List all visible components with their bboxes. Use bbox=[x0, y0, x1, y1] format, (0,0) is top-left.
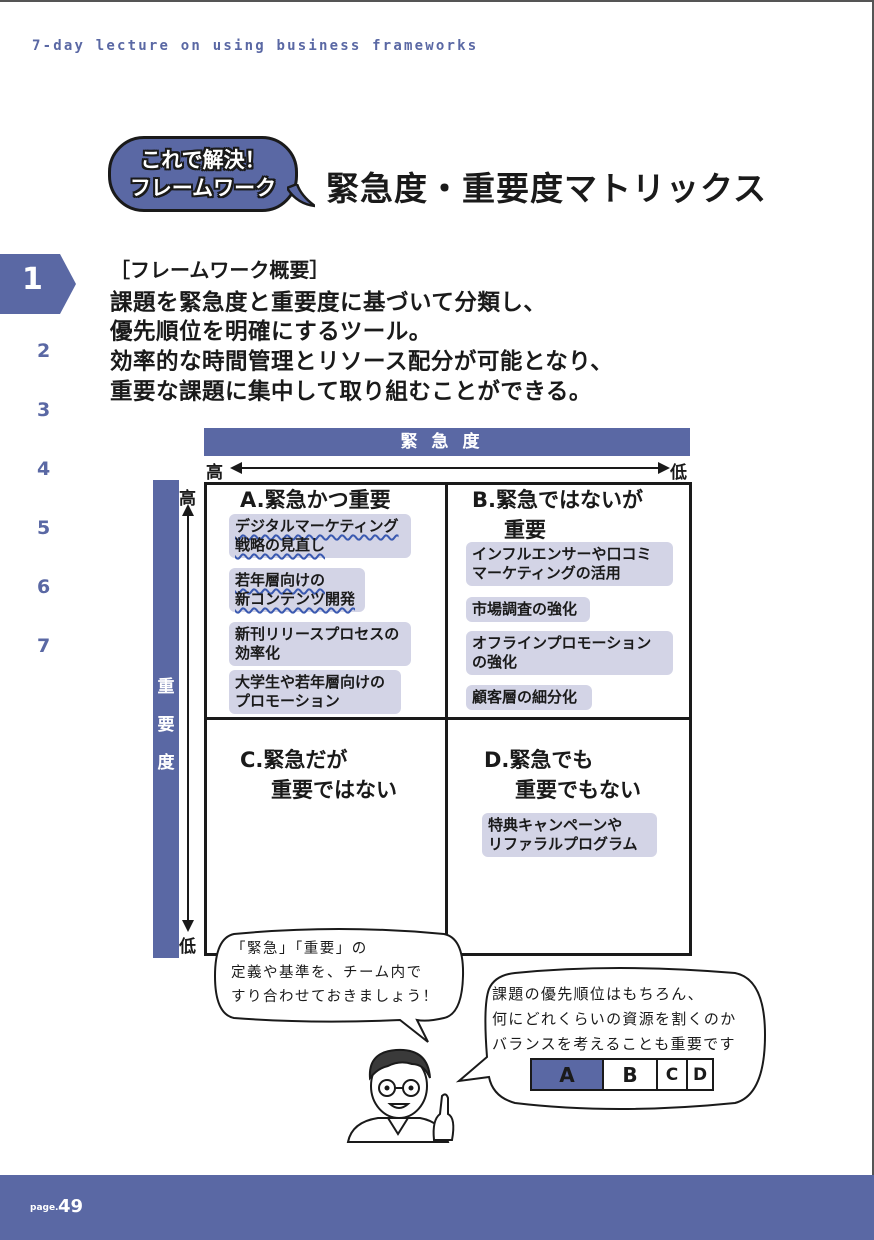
quadrant-c-title-1: C.緊急だが bbox=[240, 748, 348, 772]
bubble-right-line-2: 何にどれくらいの資源を割くのか bbox=[492, 1010, 737, 1028]
importance-char-2: 要 bbox=[157, 715, 175, 735]
quadrant-a-item-3: 新刊リリースプロセスの 効率化 bbox=[229, 622, 411, 666]
overview-heading: ［フレームワーク概要］ bbox=[110, 258, 330, 282]
resource-segment-c: C bbox=[658, 1060, 688, 1089]
item-line: 効率化 bbox=[235, 644, 281, 662]
overview-line-1: 課題を緊急度と重要度に基づいて分類し、 bbox=[110, 290, 547, 316]
overview-line-4: 重要な課題に集中して取り組むことができる。 bbox=[110, 379, 592, 405]
item-line: プロモーション bbox=[235, 692, 340, 710]
badge-line-2: フレームワーク bbox=[129, 176, 277, 200]
page-border-top bbox=[0, 0, 874, 2]
item-line: 大学生や若年層向けの bbox=[235, 673, 386, 691]
quadrant-b-title-2: 重要 bbox=[504, 518, 546, 542]
item-line: 戦略の見直し bbox=[235, 536, 326, 554]
chapter-nav-item-4[interactable]: 4 bbox=[37, 458, 51, 480]
importance-axis-label: 重 要 度 bbox=[153, 668, 179, 782]
bubble-left-line-1: 「緊急」「重要」の bbox=[231, 941, 368, 957]
quadrant-b-item-4: 顧客層の細分化 bbox=[466, 685, 592, 710]
urgency-arrow-icon bbox=[230, 462, 670, 474]
quadrant-b-title-1: B.緊急ではないが bbox=[472, 488, 643, 512]
chapter-nav-active-marker bbox=[0, 254, 76, 314]
quadrant-a-item-2: 若年層向けの 新コンテンツ開発 bbox=[229, 568, 365, 612]
importance-char-1: 重 bbox=[157, 677, 175, 697]
item-line: 新コンテンツ開発 bbox=[235, 590, 356, 608]
item-line: インフルエンサーや口コミ bbox=[472, 545, 652, 563]
page-number: 49 bbox=[58, 1196, 84, 1217]
badge-tail-icon bbox=[287, 184, 315, 208]
matrix-divider-horizontal bbox=[204, 717, 692, 720]
urgency-low-label: 低 bbox=[670, 463, 687, 483]
item-line: デジタルマーケティング bbox=[235, 517, 399, 535]
item-line: 特典キャンペーンや bbox=[488, 816, 623, 834]
page-border-right bbox=[872, 0, 874, 1175]
page-footer bbox=[0, 1175, 874, 1240]
quadrant-b-item-2: 市場調査の強化 bbox=[466, 597, 590, 622]
item-line: 若年層向けの bbox=[235, 571, 326, 589]
quadrant-c-title-2: 重要ではない bbox=[271, 778, 397, 802]
item-line: 市場調査の強化 bbox=[472, 600, 578, 618]
importance-high-label: 高 bbox=[179, 489, 196, 509]
speech-bubble-left bbox=[213, 928, 465, 1043]
urgency-axis-label: 緊急度 bbox=[204, 428, 690, 456]
item-line: 新刊リリースプロセスの bbox=[235, 625, 400, 643]
bubble-right-line-3: バランスを考えることも重要です bbox=[492, 1035, 736, 1053]
series-header: 7-day lecture on using business framewor… bbox=[32, 38, 479, 54]
overview-line-2: 優先順位を明確にするツール。 bbox=[110, 319, 432, 345]
resource-segment-d: D bbox=[688, 1060, 712, 1089]
item-line: マーケティングの活用 bbox=[472, 564, 621, 582]
item-line: オフラインプロモーション bbox=[472, 634, 652, 652]
chapter-nav-item-3[interactable]: 3 bbox=[37, 399, 51, 421]
resource-allocation-bar: A B C D bbox=[530, 1058, 714, 1091]
quadrant-a-item-1: デジタルマーケティング 戦略の見直し bbox=[229, 514, 411, 558]
importance-char-3: 度 bbox=[157, 753, 175, 773]
resource-segment-b: B bbox=[604, 1060, 658, 1089]
solution-badge: これで解決！ フレームワーク bbox=[108, 136, 298, 212]
importance-low-label: 低 bbox=[179, 937, 196, 957]
chapter-nav-item-7[interactable]: 7 bbox=[37, 635, 51, 657]
bubble-right-line-1: 課題の優先順位はもちろん、 bbox=[492, 985, 704, 1003]
quadrant-d-item-1: 特典キャンペーンや リファラルプログラム bbox=[482, 813, 657, 857]
page-number-prefix: page. bbox=[30, 1203, 59, 1213]
quadrant-b-item-1: インフルエンサーや口コミ マーケティングの活用 bbox=[466, 542, 673, 586]
page-title: 緊急度・重要度マトリックス bbox=[326, 169, 768, 208]
bubble-left-line-3: すり合わせておきましょう！ bbox=[231, 989, 439, 1005]
item-line: の強化 bbox=[472, 653, 518, 671]
item-line: 顧客層の細分化 bbox=[472, 688, 578, 706]
bubble-left-line-2: 定義や基準を、チーム内で bbox=[231, 965, 423, 981]
resource-segment-a: A bbox=[532, 1060, 604, 1089]
chapter-nav-item-active[interactable]: 1 bbox=[22, 262, 43, 297]
quadrant-a-item-4: 大学生や若年層向けの プロモーション bbox=[229, 670, 401, 714]
overview-line-3: 効率的な時間管理とリソース配分が可能となり、 bbox=[110, 349, 614, 375]
quadrant-a-title: A.緊急かつ重要 bbox=[240, 488, 391, 512]
importance-axis-bar bbox=[153, 480, 179, 958]
badge-line-1: これで解決！ bbox=[140, 148, 266, 172]
importance-arrow-icon bbox=[182, 504, 194, 932]
chapter-nav-item-5[interactable]: 5 bbox=[37, 517, 51, 539]
quadrant-d-title-1: D.緊急でも bbox=[484, 748, 594, 772]
chapter-nav-item-6[interactable]: 6 bbox=[37, 576, 51, 598]
item-line: リファラルプログラム bbox=[488, 835, 638, 853]
urgency-high-label: 高 bbox=[206, 463, 223, 483]
instructor-character-icon bbox=[346, 1048, 455, 1143]
quadrant-d-title-2: 重要でもない bbox=[515, 778, 641, 802]
quadrant-b-item-3: オフラインプロモーション の強化 bbox=[466, 631, 673, 675]
chapter-nav-item-2[interactable]: 2 bbox=[37, 340, 51, 362]
